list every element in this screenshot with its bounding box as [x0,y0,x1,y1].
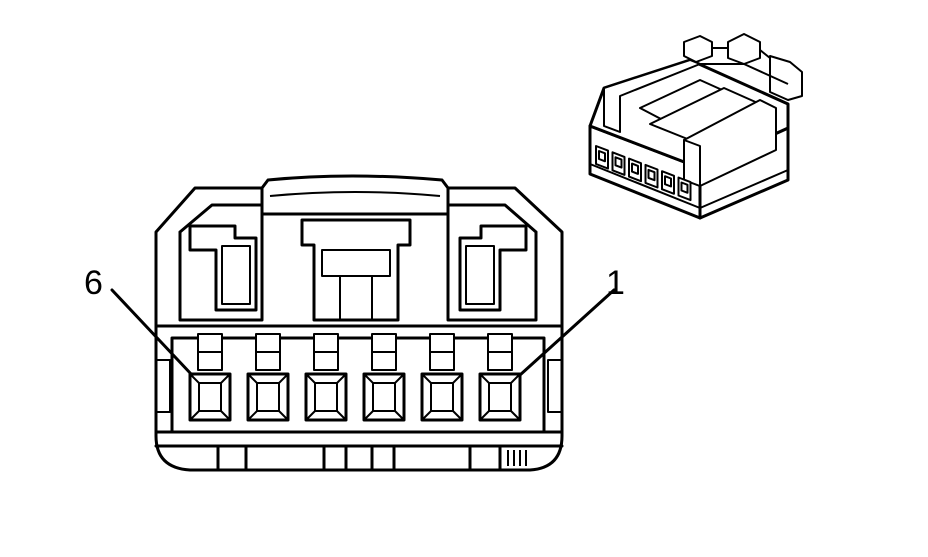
iso-pin-opening [677,176,692,202]
pin-square-inner [430,382,454,412]
latch-cap-inner [269,191,441,197]
pin-cavity-4 [304,333,348,422]
iso-pin-opening [595,145,609,170]
iso-pin-openings [595,145,692,202]
iso-pin-opening [661,170,675,195]
iso-rear-post-mid [727,33,761,65]
pin-cavity-3 [362,333,406,422]
iso-pin-opening-inner [647,168,656,182]
bottom-ribs [507,450,527,466]
left-lock-tab-detail [221,245,251,305]
iso-pin-opening [628,157,642,183]
center-latch [300,218,412,322]
pin-cavity-1 [478,333,522,422]
pin-square-bevel [479,373,521,421]
pin-cavity-2 [420,333,464,422]
connector-front-view [110,174,616,472]
iso-pin-opening-inner [631,162,639,175]
pin-square-bevel [421,373,463,421]
pin-cavities [188,333,522,422]
connector-isometric-view [588,33,803,220]
pin-6-label: 6 [84,264,103,302]
iso-right-tab-face [683,139,701,187]
iso-pin-opening-inner [614,156,623,169]
pin-square-inner [256,382,280,412]
pin-1-label: 1 [606,264,625,302]
right-lock-tab-detail [465,245,495,305]
pin-square-inner [372,382,396,412]
right-shoulder [446,203,538,322]
bottom-feet [216,444,502,472]
pin-cavity-5 [246,333,290,422]
pin-cavity-6 [188,333,232,422]
iso-pin-opening-inner [680,181,689,194]
pin-square-bevel [189,373,231,421]
side-notches [156,359,562,413]
pin-square-inner [314,382,338,412]
right-lock-tab [458,224,528,312]
iso-rear-post-left [683,35,713,63]
pin-square-inner [488,382,512,412]
iso-pin-opening [611,151,626,176]
pin-square-inner [198,382,222,412]
iso-bottom-rib [589,163,789,209]
latch-cap [260,186,450,216]
pin-square-bevel [305,373,347,421]
housing-outline [154,174,564,472]
iso-pin-opening [644,163,659,189]
iso-rear-post-right [769,55,803,101]
leader-line-pin-1 [518,288,616,377]
pin-square-bevel [247,373,289,421]
iso-pin-opening-inner [664,175,672,188]
pin-square-bevel [363,373,405,421]
leader-line-pin-6 [110,288,194,377]
left-shoulder [178,203,264,322]
center-latch-detail [321,249,391,320]
iso-rear-edge [700,47,789,85]
iso-pin-opening-inner [598,150,606,163]
pin-row-frame [154,324,564,448]
left-lock-tab [188,224,258,312]
